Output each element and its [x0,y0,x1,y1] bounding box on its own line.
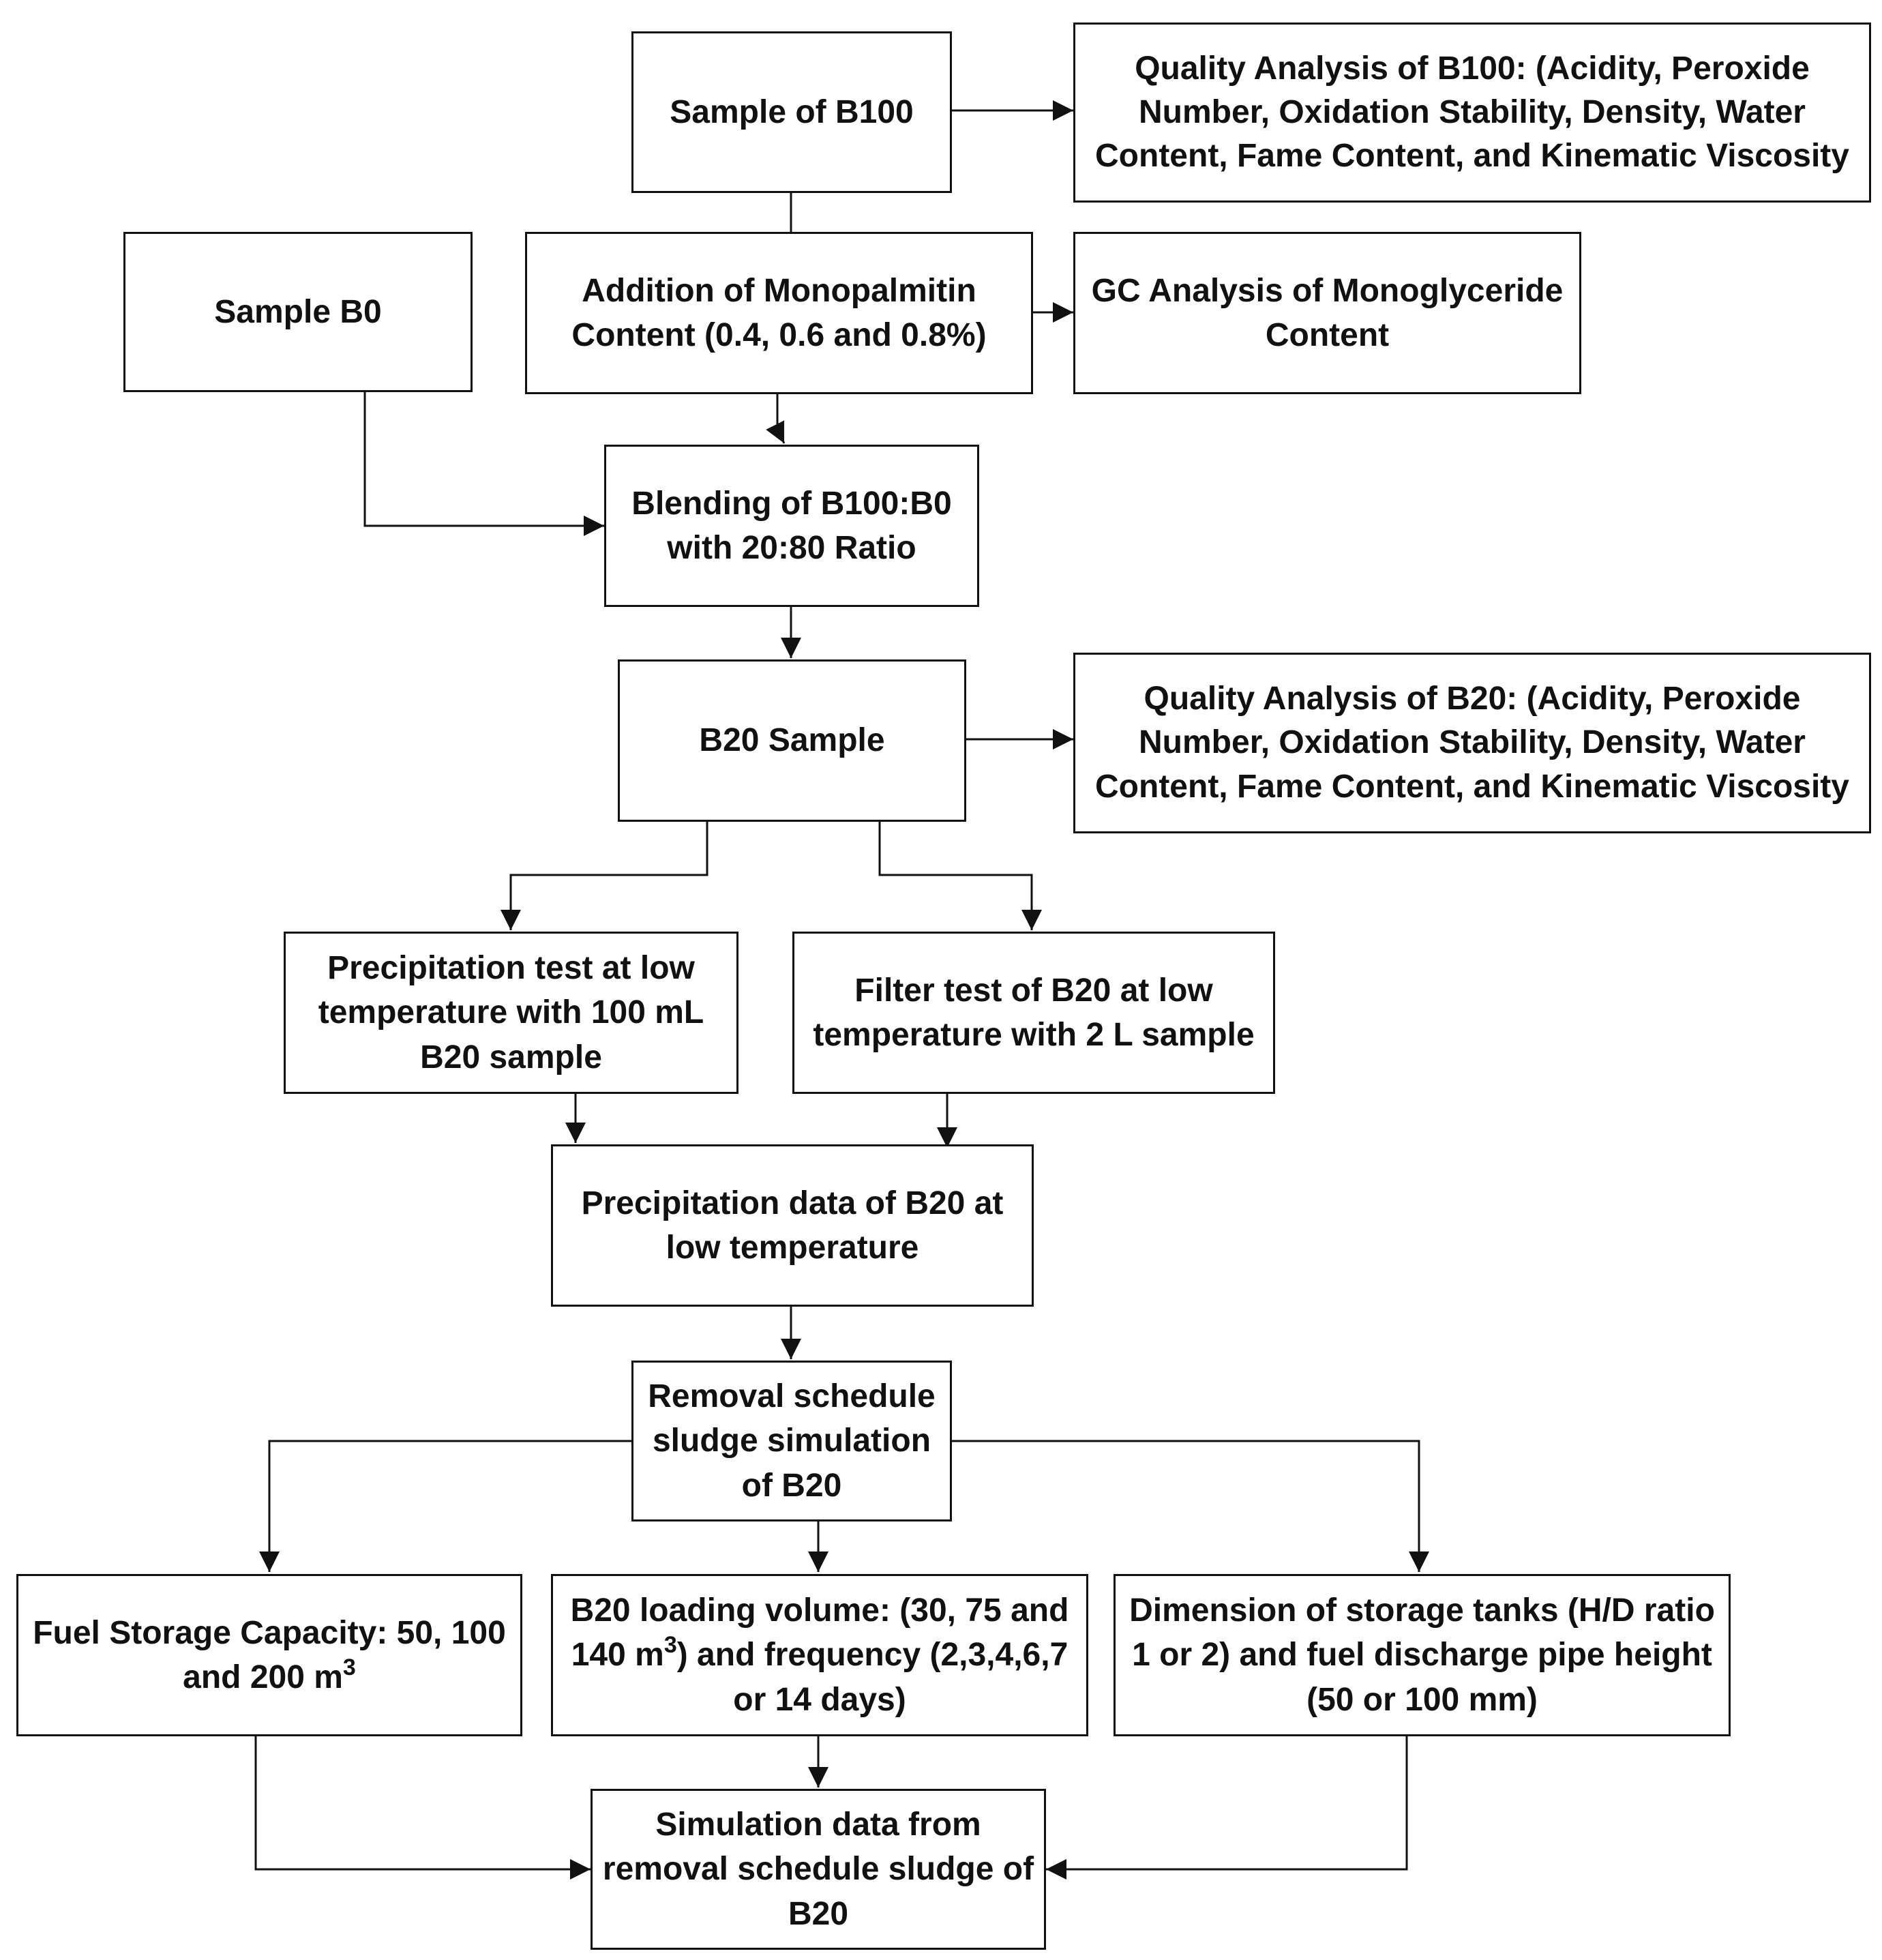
gc-analysis-label: GC Analysis of Monoglyceride Content [1091,272,1564,353]
fuel-storage-text: Fuel Storage Capacity: 50, 100 and 200 m [33,1614,506,1695]
loading-volume-text-2: ) and frequency (2,3,4,6,7 or 14 days) [676,1637,1069,1718]
loading-volume-text-1: B20 loading volume: (30, 75 and 140 m [570,1592,1069,1674]
removal-schedule-label: Removal schedule sludge simulation of B2… [648,1378,936,1504]
edge-removal-to-fuel-storage [259,1440,631,1572]
edge-addition-to-blending [766,394,786,444]
simulation-data-label: Simulation data from removal schedule sl… [602,1807,1034,1932]
edge-b20-to-precip-test [501,822,708,930]
blending-label: Blending of B100:B0 with 20:80 Ratio [631,485,952,566]
fuel-storage-label: Fuel Storage Capacity: 50, 100 and 200 m… [24,1611,515,1700]
filter-test-label: Filter test of B20 at low temperature wi… [813,972,1255,1053]
tank-dimension-label: Dimension of storage tanks (H/D ratio 1 … [1129,1592,1715,1718]
simulation-data-node: Simulation data from removal schedule sl… [591,1789,1046,1950]
quality-b20-node: Quality Analysis of B20: (Acidity, Perox… [1073,653,1871,833]
sample-b0-node: Sample B0 [123,232,473,392]
blending-node: Blending of B100:B0 with 20:80 Ratio [604,445,979,607]
edge-tanks-to-simulation [1046,1736,1408,1880]
precipitation-data-node: Precipitation data of B20 at low tempera… [551,1144,1034,1307]
quality-b100-label: Quality Analysis of B100: (Acidity, Pero… [1095,50,1849,175]
tank-dimension-node: Dimension of storage tanks (H/D ratio 1 … [1114,1574,1731,1736]
precipitation-data-label: Precipitation data of B20 at low tempera… [581,1185,1004,1266]
edge-removal-to-tanks [952,1440,1429,1572]
quality-b20-label: Quality Analysis of B20: (Acidity, Perox… [1095,681,1849,805]
quality-b100-node: Quality Analysis of B100: (Acidity, Pero… [1073,23,1871,203]
addition-monopalmitin-label: Addition of Monopalmitin Content (0.4, 0… [571,272,987,353]
edge-fuel-storage-to-simulation [254,1736,591,1880]
sample-b100-node: Sample of B100 [631,31,952,193]
fuel-storage-superscript: 3 [342,1654,356,1680]
loading-volume-node: B20 loading volume: (30, 75 and 140 m3) … [551,1574,1088,1736]
edge-b20-to-filter-test [878,822,1042,930]
fuel-storage-node: Fuel Storage Capacity: 50, 100 and 200 m… [16,1574,522,1736]
precipitation-test-label: Precipitation test at low temperature wi… [318,950,704,1075]
removal-schedule-node: Removal schedule sludge simulation of B2… [631,1361,952,1521]
sample-b100-label: Sample of B100 [670,93,914,130]
loading-volume-label: B20 loading volume: (30, 75 and 140 m3) … [558,1588,1081,1722]
precipitation-test-node: Precipitation test at low temperature wi… [284,932,738,1094]
b20-sample-label: B20 Sample [699,722,885,759]
loading-volume-superscript: 3 [663,1632,677,1659]
addition-monopalmitin-node: Addition of Monopalmitin Content (0.4, 0… [525,232,1033,394]
gc-analysis-node: GC Analysis of Monoglyceride Content [1073,232,1581,394]
filter-test-node: Filter test of B20 at low temperature wi… [792,932,1275,1094]
sample-b0-label: Sample B0 [214,293,382,330]
b20-sample-node: B20 Sample [618,659,966,822]
edge-b0-to-blending [363,392,604,536]
